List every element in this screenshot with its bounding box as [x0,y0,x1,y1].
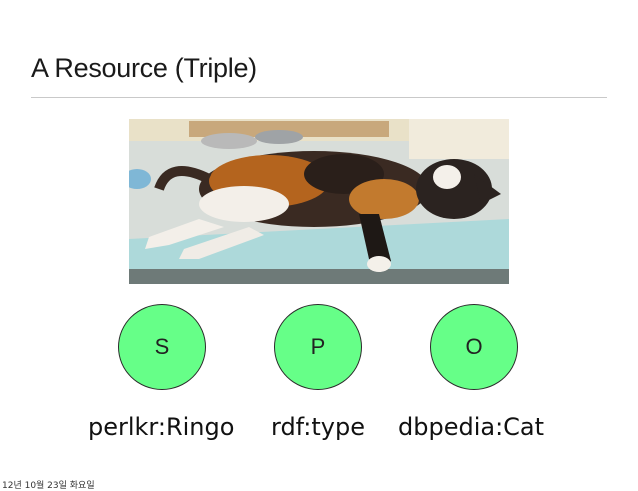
object-node: O [430,304,518,390]
object-term: dbpedia:Cat [398,413,545,441]
cat-photo-illustration [129,119,509,284]
predicate-node-label: P [310,334,326,359]
subject-term: perlkr:Ringo [88,413,235,441]
predicate-term: rdf:type [271,413,365,441]
cat-photo [129,119,509,284]
slide-title: A Resource (Triple) [31,53,257,83]
footer-date: 12년 10월 23일 화요일 [2,481,95,491]
title-divider [31,97,607,98]
subject-node: S [118,304,206,390]
object-node-label: O [465,334,483,359]
predicate-node: P [274,304,362,390]
subject-node-label: S [154,334,170,359]
